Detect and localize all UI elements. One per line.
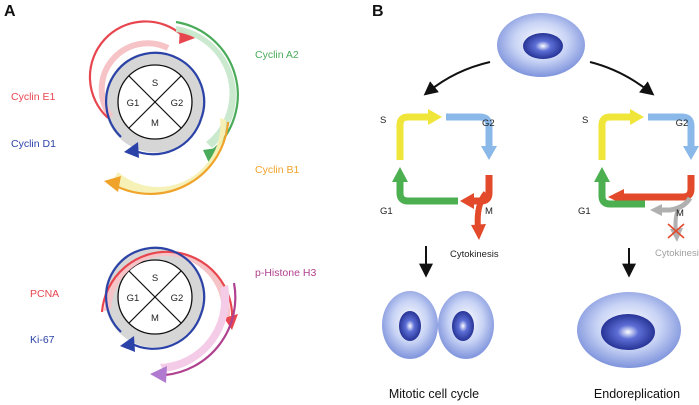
phase-s-label: S xyxy=(152,78,158,89)
cyclin-b1-arrowhead xyxy=(104,176,121,192)
endo-m-label: M xyxy=(676,208,684,219)
endo-cytokinesis-label: Cytokinesis xyxy=(655,248,699,259)
pcna-label: PCNA xyxy=(30,288,59,300)
phistone-label: p-Histone H3 xyxy=(255,267,316,279)
mitotic-m-label: M xyxy=(485,206,493,217)
phistone-arc xyxy=(164,282,237,377)
cyclin-e1-arc xyxy=(88,20,184,119)
cyclin-b1-band xyxy=(112,118,226,194)
mitotic-caption: Mitotic cell cycle xyxy=(389,387,479,401)
phistone-arrowhead xyxy=(150,366,167,383)
phase-m-label: M xyxy=(151,313,159,324)
ki67-label: Ki-67 xyxy=(30,334,55,346)
daughter-cell-right xyxy=(438,291,494,359)
endoreplication-caption: Endoreplication xyxy=(594,387,680,401)
phase-g2-label: G2 xyxy=(171,98,184,109)
phistone-band xyxy=(160,285,230,372)
endo-g2-label: G2 xyxy=(676,118,689,129)
cyclin-d1-tail xyxy=(132,118,203,156)
mitotic-cycle-diagram: S G2 G1 M Cytokinesis xyxy=(380,109,499,278)
parent-cell xyxy=(497,13,585,77)
ki67-arrowhead xyxy=(120,336,135,352)
mitotic-g2-label: G2 xyxy=(482,118,495,129)
endo-g1-label: G1 xyxy=(578,206,591,217)
endo-s-label: S xyxy=(582,115,588,126)
phase-s-label: S xyxy=(152,273,158,284)
phase-m-label: M xyxy=(151,118,159,129)
cyclin-e1-band xyxy=(98,40,170,119)
arrow-to-endoreplication xyxy=(589,61,655,96)
cyclin-b1-arc xyxy=(115,121,230,196)
cyclin-d1-label: Cyclin D1 xyxy=(11,138,56,150)
top-cycle-diagram: S G1 G2 M Cyclin A2 Cyclin E1 Cyclin D1 … xyxy=(11,20,300,196)
endoreplication-cycle-diagram: S G2 G1 M Cytokinesis xyxy=(578,109,699,278)
mitotic-cytokinesis-label: Cytokinesis xyxy=(450,249,499,260)
panel-b-letter: B xyxy=(372,3,384,20)
phase-g1-label: G1 xyxy=(127,293,140,304)
cyclin-b1-label: Cyclin B1 xyxy=(255,164,300,176)
mitotic-g1-label: G1 xyxy=(380,206,393,217)
daughter-cell-left xyxy=(382,291,438,359)
mitotic-s-label: S xyxy=(380,115,386,126)
cyclin-a2-label: Cyclin A2 xyxy=(255,49,299,61)
cyclin-d1-arc xyxy=(105,51,206,138)
phase-g2-label: G2 xyxy=(171,293,184,304)
bottom-cycle-diagram: S G1 G2 M p-Histone H3 PCNA Ki-67 xyxy=(30,246,316,383)
cyclin-a2-band xyxy=(176,26,236,148)
cyclin-d1-arrowhead xyxy=(124,142,139,158)
panel-a-letter: A xyxy=(4,3,16,20)
phase-g1-label: G1 xyxy=(127,98,140,109)
cycle-ring xyxy=(104,51,206,153)
endoreplicated-cell xyxy=(577,292,681,368)
cyclin-a2-arrowhead xyxy=(203,148,217,163)
arrow-to-mitotic xyxy=(423,61,491,96)
cyclin-e1-label: Cyclin E1 xyxy=(11,91,56,103)
ki67-arc xyxy=(105,246,206,350)
